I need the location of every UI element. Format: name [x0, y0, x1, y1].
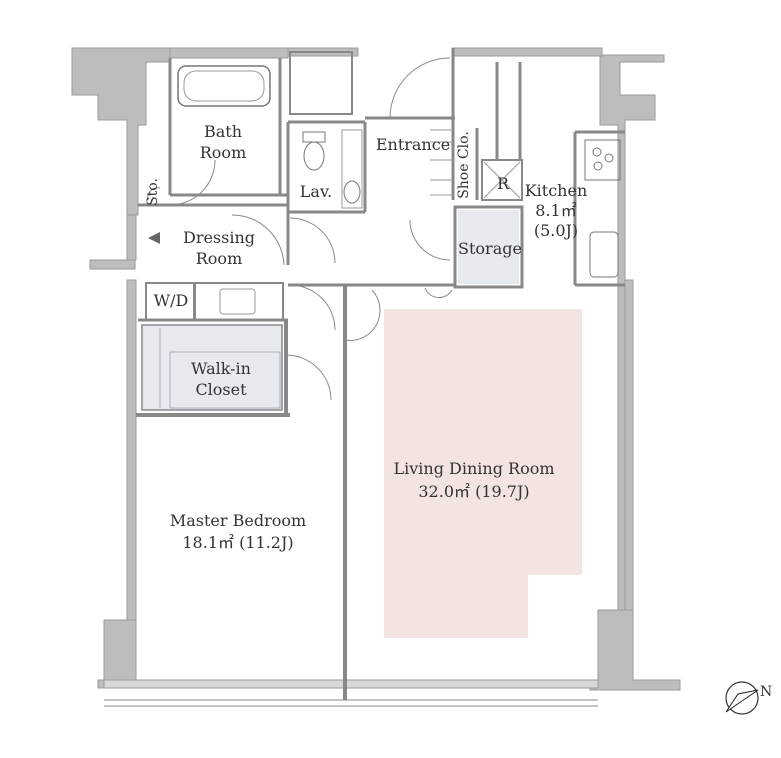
kitchen-jo-label: (5.0J): [534, 221, 578, 240]
kitchen-area-label: 8.1㎡: [535, 201, 576, 220]
storage-label: Storage: [458, 239, 522, 258]
small-storage-label: Sto.: [145, 178, 161, 206]
master-bedroom-area-label: 18.1㎡ (11.2J): [182, 533, 293, 552]
entrance-label: Entrance: [376, 135, 450, 154]
walk-in-closet-label: Walk-in: [191, 359, 251, 378]
dressing-room-label: Dressing: [183, 228, 255, 247]
lavatory-label: Lav.: [300, 182, 332, 201]
bath-room-label-line2: Room: [200, 143, 246, 162]
walk-in-closet-label-line2: Closet: [195, 380, 247, 399]
washbasin: [219, 288, 256, 315]
bath-room-label: Bath: [204, 122, 242, 141]
north-arrow-icon: N: [725, 681, 772, 715]
north-label: N: [760, 684, 772, 700]
master-bedroom-label: Master Bedroom: [170, 511, 306, 530]
door-swings: [147, 57, 453, 401]
interior-walls: [136, 48, 625, 700]
storage-area: [458, 210, 519, 284]
kitchen-sink: [589, 231, 619, 278]
dressing-room-label-line2: Room: [196, 249, 242, 268]
shoe-closet-label: Shoe Clo.: [456, 131, 472, 199]
arrow-marker-icon: [148, 232, 160, 244]
window-frame: [104, 699, 598, 707]
bathtub: [177, 65, 271, 107]
kitchen-label: Kitchen: [525, 181, 588, 200]
living-dining-area-label: 32.0㎡ (19.7J): [418, 482, 529, 501]
living-dining-label: Living Dining Room: [393, 459, 554, 478]
refrigerator-label: R: [497, 174, 510, 193]
living-room-highlight: [384, 309, 582, 638]
walk-in-closet-area: [141, 324, 283, 411]
stove: [584, 139, 621, 181]
toilet: [302, 131, 326, 143]
shoe-closet-shelves: [430, 129, 453, 196]
washer-dryer-label: W/D: [154, 291, 189, 310]
